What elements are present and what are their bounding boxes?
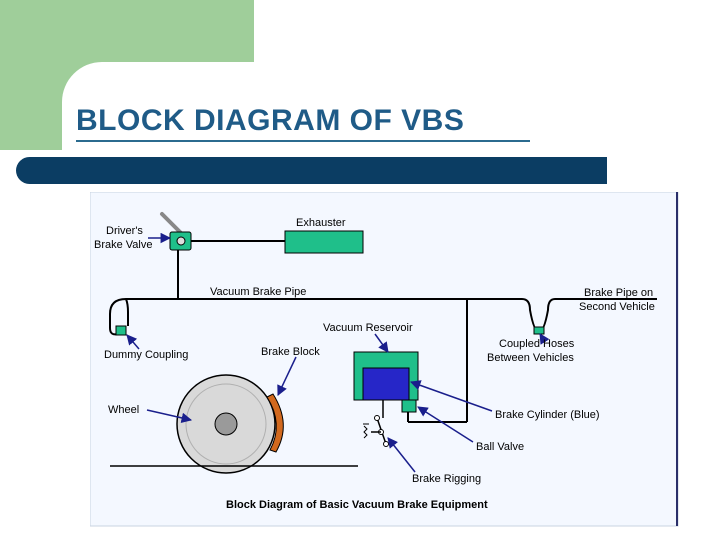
rigging-pivot-3: [383, 441, 389, 447]
label-brake-pipe-second-line1: Brake Pipe on: [584, 287, 653, 299]
label-vacuum-reservoir: Vacuum Reservoir: [323, 322, 413, 334]
brake-block: [266, 393, 284, 453]
rigging-spring: [363, 425, 368, 439]
exhauster: [284, 230, 364, 254]
brake-valve-handle: [160, 212, 184, 236]
label-drivers-line2: Brake Valve: [94, 239, 153, 251]
arrow-vacuum-reservoir: [374, 333, 389, 353]
arrow-brake-block: [277, 356, 297, 396]
label-coupled-hoses-line2: Between Vehicles: [487, 352, 574, 364]
slide-title: BLOCK DIAGRAM OF VBS: [76, 104, 465, 137]
arrow-wheel: [146, 409, 193, 424]
label-wheel: Wheel: [108, 404, 139, 416]
label-brake-rigging: Brake Rigging: [412, 473, 481, 485]
vbs-block-diagram: Driver's Brake Valve Exhauster Vacuum Br…: [90, 192, 680, 528]
arrow-ball-valve: [417, 406, 474, 443]
arrow-coupled-hoses: [539, 333, 550, 345]
label-dummy-coupling: Dummy Coupling: [104, 349, 188, 361]
ball-valve: [401, 399, 417, 413]
label-ball-valve: Ball Valve: [476, 441, 524, 453]
hose-coupling: [533, 326, 545, 335]
label-coupled-hoses-line1: Coupled Hoses: [499, 338, 575, 350]
rigging-pivot-1: [374, 415, 380, 421]
label-brake-pipe-second-line2: Second Vehicle: [579, 301, 655, 313]
label-brake-block: Brake Block: [261, 346, 320, 358]
brake-cylinder: [362, 367, 410, 401]
dummy-coupling-hose: [109, 298, 129, 336]
arrow-dummy-coupling: [126, 334, 140, 350]
title-underline: [76, 140, 530, 142]
arrow-brake-rigging: [387, 437, 416, 473]
diagram-caption: Block Diagram of Basic Vacuum Brake Equi…: [226, 499, 488, 511]
wheel-ring: [185, 383, 267, 465]
label-drivers-line1: Driver's: [106, 225, 143, 237]
brake-valve-knob: [176, 236, 186, 246]
label-vacuum-brake-pipe: Vacuum Brake Pipe: [210, 286, 306, 298]
arrow-brake-cylinder: [410, 380, 493, 412]
title-bar: [16, 157, 607, 184]
label-brake-cylinder: Brake Cylinder (Blue): [495, 409, 600, 421]
dummy-coupling: [115, 325, 127, 336]
wheel-hub: [214, 412, 238, 436]
label-exhauster: Exhauster: [296, 217, 346, 229]
